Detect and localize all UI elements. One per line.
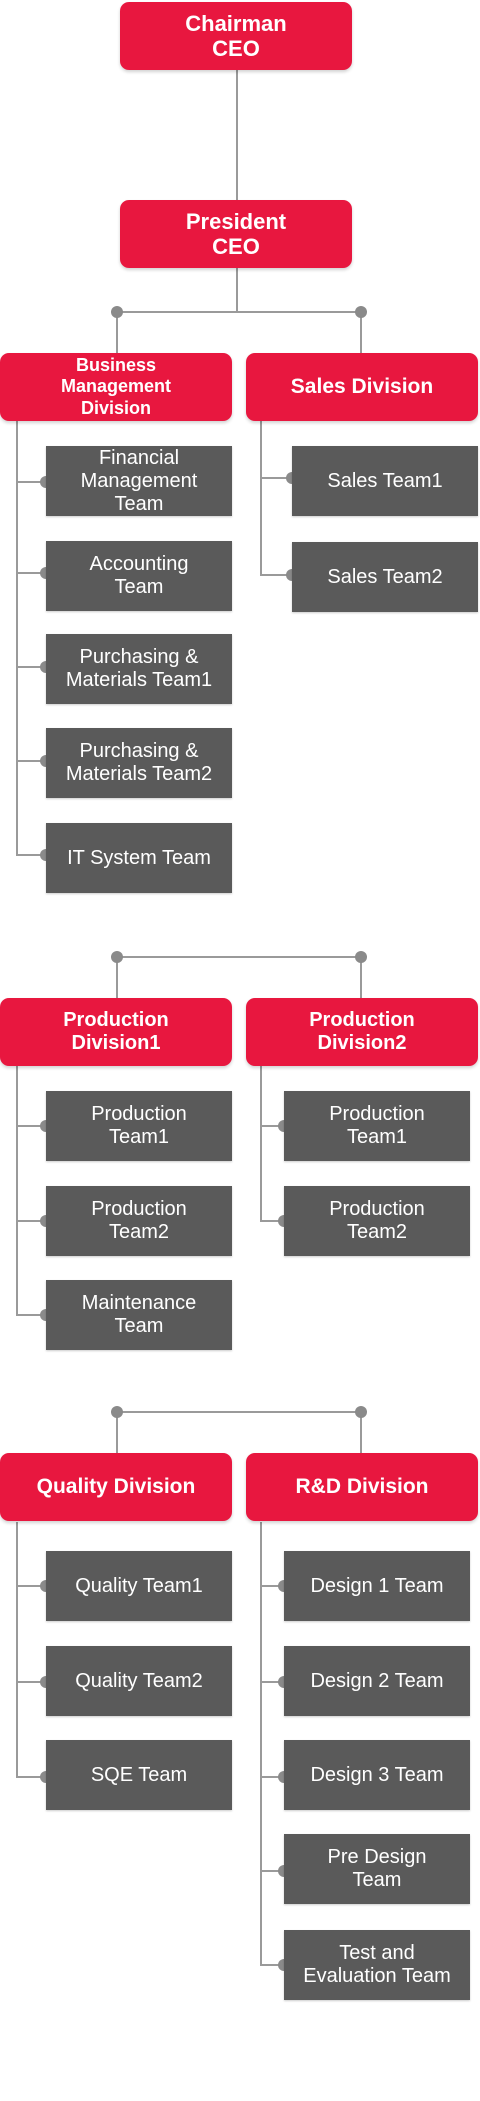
team-box: Design 1 Team bbox=[284, 1551, 470, 1621]
connector-line bbox=[260, 1776, 284, 1778]
connector-line bbox=[360, 1411, 362, 1453]
team-box: SQE Team bbox=[46, 1740, 232, 1810]
connector-line bbox=[116, 1411, 118, 1453]
connector-line bbox=[260, 1522, 262, 1966]
team-box: Purchasing & Materials Team1 bbox=[46, 634, 232, 704]
team-box: Quality Team2 bbox=[46, 1646, 232, 1716]
connector-line bbox=[260, 1870, 284, 1872]
production-division1-box: Production Division1 bbox=[0, 998, 232, 1066]
rnd-division-box: R&D Division bbox=[246, 1453, 478, 1521]
connector-line bbox=[16, 1220, 46, 1222]
connector-line bbox=[360, 956, 362, 998]
team-box: Pre Design Team bbox=[284, 1834, 470, 1904]
team-box: IT System Team bbox=[46, 823, 232, 893]
connector-line bbox=[260, 420, 262, 576]
team-box: Accounting Team bbox=[46, 541, 232, 611]
connector-dot bbox=[355, 306, 367, 318]
connector-dot bbox=[111, 951, 123, 963]
team-box: Design 3 Team bbox=[284, 1740, 470, 1810]
connector-line bbox=[260, 1964, 284, 1966]
connector-line bbox=[16, 666, 46, 668]
connector-dot bbox=[111, 1406, 123, 1418]
connector-line bbox=[16, 760, 46, 762]
connector-line bbox=[116, 311, 118, 353]
team-box: Financial Management Team bbox=[46, 446, 232, 516]
connector-line bbox=[16, 420, 18, 856]
connector-line bbox=[16, 572, 46, 574]
president-box: President CEO bbox=[120, 200, 352, 268]
team-box: Quality Team1 bbox=[46, 1551, 232, 1621]
connector-line bbox=[116, 311, 362, 313]
connector-line bbox=[16, 1125, 46, 1127]
connector-line bbox=[16, 1066, 18, 1316]
team-box: Production Team2 bbox=[46, 1186, 232, 1256]
team-box: Purchasing & Materials Team2 bbox=[46, 728, 232, 798]
connector-line bbox=[16, 1776, 46, 1778]
connector-line bbox=[16, 1522, 18, 1778]
connector-dot bbox=[111, 306, 123, 318]
connector-line bbox=[236, 268, 238, 312]
team-box: Production Team2 bbox=[284, 1186, 470, 1256]
business-management-division-box: Business Management Division bbox=[0, 353, 232, 421]
connector-line bbox=[260, 574, 292, 576]
team-box: Sales Team1 bbox=[292, 446, 478, 516]
connector-line bbox=[260, 1220, 284, 1222]
connector-dot bbox=[355, 951, 367, 963]
team-box: Sales Team2 bbox=[292, 542, 478, 612]
team-box: Design 2 Team bbox=[284, 1646, 470, 1716]
connector-line bbox=[116, 956, 118, 998]
connector-line bbox=[16, 1585, 46, 1587]
connector-line bbox=[16, 854, 46, 856]
quality-division-box: Quality Division bbox=[0, 1453, 232, 1521]
connector-line bbox=[260, 1681, 284, 1683]
sales-division-box: Sales Division bbox=[246, 353, 478, 421]
connector-line bbox=[260, 477, 292, 479]
team-box: Test and Evaluation Team bbox=[284, 1930, 470, 2000]
connector-line bbox=[16, 1314, 46, 1316]
connector-line bbox=[16, 1681, 46, 1683]
connector-line bbox=[260, 1066, 262, 1222]
connector-line bbox=[260, 1585, 284, 1587]
production-division2-box: Production Division2 bbox=[246, 998, 478, 1066]
connector-line bbox=[116, 956, 362, 958]
team-box: Production Team1 bbox=[284, 1091, 470, 1161]
connector-line bbox=[116, 1411, 362, 1413]
chairman-box: Chairman CEO bbox=[120, 2, 352, 70]
connector-line bbox=[260, 1125, 284, 1127]
team-box: Maintenance Team bbox=[46, 1280, 232, 1350]
connector-line bbox=[360, 311, 362, 353]
connector-line bbox=[16, 481, 46, 483]
team-box: Production Team1 bbox=[46, 1091, 232, 1161]
connector-dot bbox=[355, 1406, 367, 1418]
connector-line bbox=[236, 70, 238, 201]
